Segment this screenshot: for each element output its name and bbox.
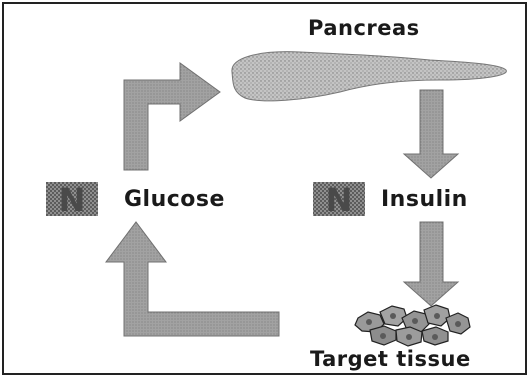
insulin-label: Insulin (381, 189, 468, 211)
arrow-glucose-to-pancreas (124, 63, 220, 170)
svg-text:N: N (59, 181, 86, 219)
pancreas-label: Pancreas (308, 18, 420, 39)
arrow-pancreas-to-insulin (404, 90, 458, 178)
arrow-insulin-to-target (404, 222, 458, 306)
target-tissue-cells-icon (355, 305, 470, 346)
pancreas-icon (232, 52, 506, 101)
arrow-target-to-glucose (106, 222, 279, 336)
svg-text:N: N (326, 181, 353, 219)
target-tissue-label: Target tissue (310, 349, 471, 370)
glucose-label: Glucose (124, 189, 225, 211)
insulin-marker-icon: N (313, 181, 365, 219)
glucose-marker-icon: N (46, 181, 98, 219)
